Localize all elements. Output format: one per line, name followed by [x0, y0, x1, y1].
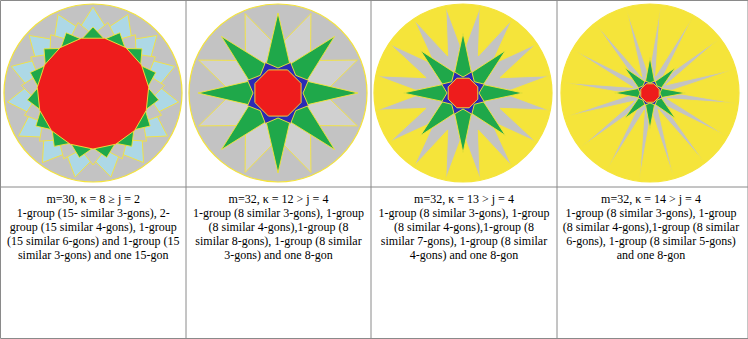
polygon-region — [403, 33, 523, 153]
polygon-region — [641, 84, 659, 102]
table-cell: m=32, κ = 12 > j = 41-group (8 similar 3… — [191, 192, 366, 262]
polygon-region — [614, 57, 686, 129]
parameter-line: m=32, κ = 12 > j = 4 — [191, 192, 366, 206]
polygon-region — [563, 6, 738, 181]
parameter-line: m=32, κ = 14 > j = 4 — [562, 192, 740, 206]
polygon-region — [199, 14, 358, 173]
table-cell: m=30, κ = 8 ≥ j = 21-group (15- similar … — [6, 192, 182, 262]
polygon-region — [7, 7, 178, 177]
caption-text: 1-group (15- similar 3-gons), 2-group (1… — [6, 206, 182, 262]
star-polygon-figure — [189, 4, 367, 182]
grid-line — [1, 187, 748, 188]
polygon-region — [37, 38, 148, 149]
star-polygon-figure — [561, 4, 739, 182]
polygon-region — [248, 63, 309, 124]
polygon-region — [377, 7, 550, 180]
table-cell: m=32, κ = 13 > j = 41-group (8 similar 3… — [376, 192, 552, 262]
polygon-region — [442, 72, 484, 114]
grid-line — [0, 1, 1, 339]
parameter-line: m=30, κ = 8 ≥ j = 2 — [6, 192, 182, 206]
disc — [189, 4, 367, 182]
caption-text: 1-group (8 similar 3-gons), 1-group (8 s… — [562, 206, 740, 262]
star-polygon-figure — [374, 4, 552, 182]
disc — [374, 4, 552, 182]
polygon-region — [21, 23, 164, 165]
grid-line — [557, 1, 558, 339]
disc — [4, 4, 182, 182]
disc — [561, 4, 739, 182]
polygon-region — [448, 78, 478, 108]
polygon-region — [27, 27, 158, 158]
grid-line — [1, 338, 748, 339]
caption-text: 1-group (8 similar 3-gons), 1-group (8 s… — [191, 206, 366, 262]
grid-line — [1, 0, 748, 1]
polygon-region — [198, 13, 358, 173]
caption-text: 1-group (8 similar 3-gons), 1-group (8 s… — [376, 206, 552, 262]
polygon-region — [638, 81, 662, 105]
parameter-line: m=32, κ = 13 > j = 4 — [376, 192, 552, 206]
grid-line — [371, 1, 372, 339]
star-polygon-figure — [4, 4, 182, 182]
grid-line — [186, 1, 187, 339]
table-cell: m=32, κ = 14 > j = 41-group (8 similar 3… — [562, 192, 740, 262]
polygon-region — [255, 70, 301, 116]
